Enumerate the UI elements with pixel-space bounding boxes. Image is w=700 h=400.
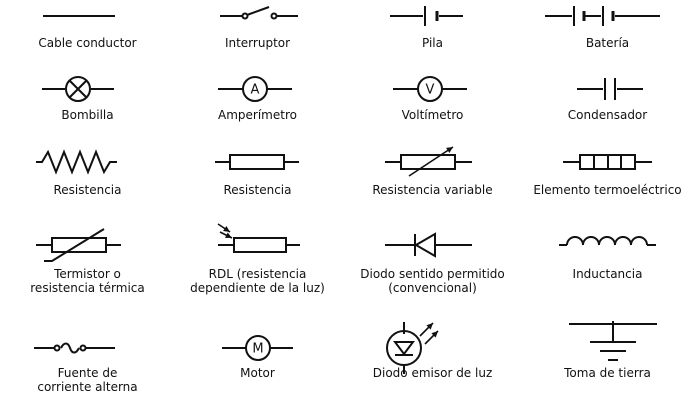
symbol-label: Pila xyxy=(345,36,520,50)
label-line: Condensador xyxy=(567,108,648,122)
capacitor-symbol-icon xyxy=(577,78,643,100)
symbol-label: Bombilla xyxy=(0,108,175,122)
lamp-symbol-icon xyxy=(42,76,114,102)
symbol-label: Amperímetro xyxy=(170,108,345,122)
label-line: corriente alterna xyxy=(37,380,138,394)
symbol-label: Motor xyxy=(170,366,345,380)
wire-symbol-icon xyxy=(43,15,115,17)
ldr-symbol-icon xyxy=(217,223,300,253)
label-line: Fuente de xyxy=(57,366,118,380)
svg-text:M: M xyxy=(252,342,263,357)
svg-text:A: A xyxy=(251,83,260,98)
symbol-label: Resistencia variable xyxy=(345,183,520,197)
resistor-box-symbol-icon xyxy=(215,154,299,170)
label-line: Pila xyxy=(422,36,443,50)
symbol-label: Inductancia xyxy=(520,267,695,281)
label-line: dependiente de la luz) xyxy=(190,281,325,295)
thermistor-symbol-icon xyxy=(36,228,121,262)
symbol-label: Toma de tierra xyxy=(520,366,695,380)
label-line: Batería xyxy=(585,36,630,50)
symbol-label: Resistencia xyxy=(170,183,345,197)
label-line: Diodo sentido permitido xyxy=(360,267,505,281)
symbol-label: Resistencia xyxy=(0,183,175,197)
label-line: Voltímetro xyxy=(401,108,464,122)
cell-symbol-icon xyxy=(390,6,463,26)
ac-source-symbol-icon xyxy=(34,342,115,354)
symbol-label: Batería xyxy=(520,36,695,50)
switch-symbol-icon xyxy=(220,6,298,20)
svg-text:V: V xyxy=(426,83,435,98)
label-line: Resistencia xyxy=(223,183,292,197)
voltmeter-symbol-icon: V xyxy=(393,76,467,102)
label-line: Toma de tierra xyxy=(564,366,651,380)
thermoelectric-symbol-icon xyxy=(563,154,652,170)
symbol-label: Diodo sentido permitido(convencional) xyxy=(345,267,520,295)
label-line: Elemento termoeléctrico xyxy=(533,183,682,197)
ammeter-symbol-icon: A xyxy=(218,76,292,102)
resistor-zigzag-symbol-icon xyxy=(36,149,117,175)
symbol-label: Condensador xyxy=(520,108,695,122)
symbol-label: Voltímetro xyxy=(345,108,520,122)
label-line: Termistor o xyxy=(54,267,121,281)
label-line: Resistencia xyxy=(53,183,122,197)
label-line: Bombilla xyxy=(61,108,114,122)
label-line: Inductancia xyxy=(572,267,643,281)
label-line: Cable conductor xyxy=(38,36,137,50)
label-line: Resistencia variable xyxy=(372,183,493,197)
led-symbol-icon xyxy=(386,322,439,374)
symbol-label: Elemento termoeléctrico xyxy=(520,183,695,197)
variable-resistor-symbol-icon xyxy=(385,146,472,177)
label-line: Motor xyxy=(240,366,275,380)
diode-symbol-icon xyxy=(385,232,472,258)
label-line: resistencia térmica xyxy=(30,281,145,295)
symbol-label: Diodo emisor de luz xyxy=(345,366,520,380)
symbol-label: Cable conductor xyxy=(0,36,175,50)
label-line: RDL (resistencia xyxy=(208,267,307,281)
label-line: (convencional) xyxy=(388,281,477,295)
motor-symbol-icon: M xyxy=(222,335,293,361)
label-line: Amperímetro xyxy=(218,108,297,122)
battery-symbol-icon xyxy=(545,6,660,26)
label-line: Interruptor xyxy=(224,36,291,50)
label-line: Diodo emisor de luz xyxy=(372,366,493,380)
inductor-symbol-icon xyxy=(559,236,656,246)
ground-symbol-icon xyxy=(569,321,657,361)
symbol-label: Interruptor xyxy=(170,36,345,50)
